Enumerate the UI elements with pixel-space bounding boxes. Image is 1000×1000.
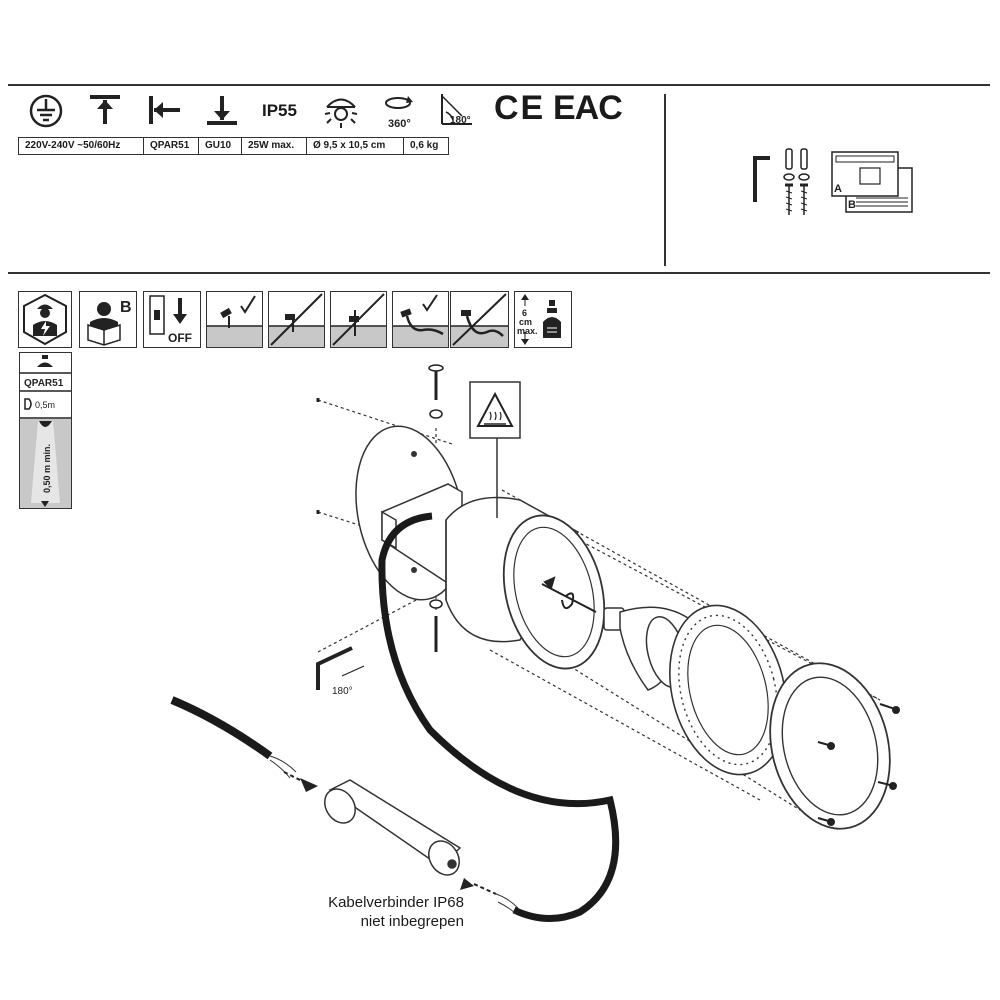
ground-forbidden-icon [331,293,386,347]
forbidden-ground-box-2 [330,291,387,348]
top-rule [8,84,990,86]
electrician-icon [23,293,67,346]
rotation-arrow [541,576,597,613]
rotation-label: 360° [388,118,411,130]
cable-ok-box [392,291,449,348]
read-manual-icon: B [87,299,132,346]
eac-mark: EAC [553,89,623,127]
distance-short-label: 0,5m [35,400,55,410]
forbidden-ground-box-1 [268,291,325,348]
ceiling-mount-icon [90,95,120,124]
power-off-icon: OFF [149,295,192,345]
depth-box: 6 cm max. [514,291,572,348]
middle-rule [8,272,990,274]
depth-unit: cm [519,317,532,327]
cable-connector [324,779,462,876]
wall-mount-icon [149,96,180,124]
tilt-180-icon: 180° [441,94,472,126]
spec-socket: GU10 [199,138,242,154]
caption-line-1: Kabelverbinder IP68 [328,894,464,911]
fixture-cable [378,512,620,923]
ground-ok-icon [207,295,262,347]
distance-icon: QPAR51 0,5m 0,50 m min. [20,355,71,508]
ce-mark: CE [494,89,546,127]
spec-dimensions: Ø 9,5 x 10,5 cm [307,138,404,154]
header-divider [664,94,666,266]
sheet-a-label: A [834,183,842,195]
spec-voltage: 220V-240V ~50/60Hz [19,138,144,154]
depth-value: 6 [522,308,527,318]
spec-lamp: QPAR51 [144,138,199,154]
allowed-ground-box [206,291,263,348]
electrician-box [18,291,72,348]
spec-weight: 0,6 kg [410,140,439,151]
connector-caption: Kabelverbinder IP68 niet inbegrepen [280,893,464,931]
cable-forbidden-box [450,291,509,348]
ip-rating-label: IP55 [262,101,297,120]
tilt-indicator: 180° [316,646,365,697]
off-label: OFF [168,331,192,345]
housing-flange [502,514,606,670]
gu10-lamp [603,606,689,691]
wall-screws [428,364,444,652]
depth-suffix: max. [517,326,538,336]
power-off-box: OFF [143,291,201,348]
earth-ground-icon [29,94,63,128]
diagram-tilt-label: 180° [332,686,353,697]
lamp-type-label: QPAR51 [24,378,64,389]
rotation-360-icon: 360° [385,96,413,130]
spec-table: 220V-240V ~50/60Hz QPAR51 GU10 25W max. … [18,137,449,155]
tilt-label: 180° [450,115,471,126]
caption-line-2: niet inbegrepen [360,913,464,930]
cable-ok-icon [393,294,448,347]
cable-forbidden-icon [451,293,508,347]
spec-power: 25W max. [242,138,307,154]
distance-panel: QPAR51 0,5m 0,50 m min. [19,352,72,509]
mains-cable [170,696,273,760]
allen-key-icon [753,156,770,202]
perforated-gasket [669,604,787,776]
light-source-icon [324,98,358,128]
screw-set-icon [783,148,810,215]
floor-mount-icon [207,96,237,125]
cover-screws [817,703,900,826]
sheet-b-label: B [848,199,856,211]
distance-min-label: 0,50 m min. [42,444,52,493]
ground-forbidden-icon [269,293,324,347]
hot-surface-warning-icon [469,381,521,518]
read-manual-box: B [79,291,137,348]
connector-arrows [300,778,474,890]
manual-letter: B [120,299,132,316]
depth-icon: 6 cm max. [517,294,561,345]
instruction-sheets-icon: A B [831,151,913,213]
